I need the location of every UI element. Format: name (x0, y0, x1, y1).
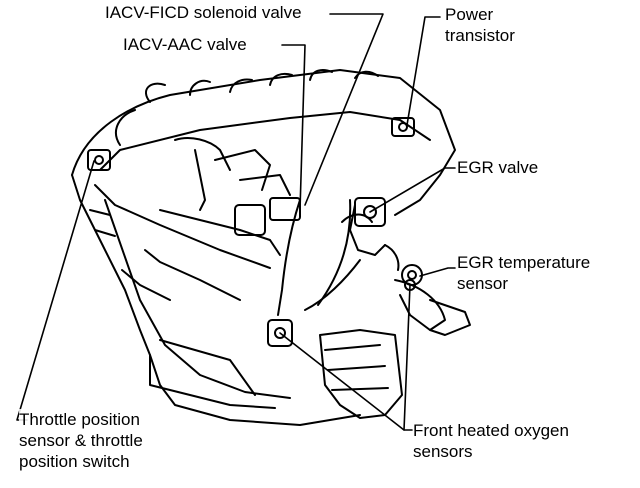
leader-oxygen-right (403, 284, 411, 431)
label-throttle-position-sensor: Throttle position sensor & throttle posi… (19, 409, 143, 472)
label-line: EGR valve (457, 158, 539, 177)
leader-throttle (16, 160, 95, 421)
label-front-heated-oxygen-sensors: Front heated oxygen sensors (413, 420, 569, 462)
label-iacv-aac-valve: IACV-AAC valve (123, 34, 247, 55)
label-line: IACV-FICD solenoid valve (105, 3, 302, 22)
label-line: IACV-AAC valve (123, 35, 247, 54)
power-transistor-shape (391, 117, 415, 137)
engine-block (71, 69, 471, 426)
label-line: Power (445, 5, 494, 24)
label-line: sensor & throttle (19, 431, 143, 450)
label-line: sensor (457, 274, 509, 293)
component-markers (87, 117, 423, 347)
oxygen-sensor-left-core (274, 327, 286, 339)
throttle-sensor-bolt (94, 155, 104, 165)
oxygen-sensor-left-shape (267, 319, 293, 347)
label-line: transistor (445, 26, 515, 45)
label-line: Throttle position (19, 410, 140, 429)
egr-valve-shape (354, 197, 386, 227)
leader-power-transistor (406, 16, 441, 126)
label-line: Front heated oxygen (413, 421, 569, 440)
egr-temp-sensor-core (407, 270, 417, 280)
leader-iacv-ficd (304, 13, 384, 206)
power-transistor-bolt (398, 122, 408, 132)
label-iacv-ficd-solenoid-valve: IACV-FICD solenoid valve (105, 2, 302, 23)
label-egr-valve: EGR valve (457, 157, 539, 178)
label-power-transistor: Power transistor (445, 4, 515, 46)
label-line: position switch (19, 452, 130, 471)
label-line: EGR temperature (457, 253, 591, 272)
label-line: sensors (413, 442, 473, 461)
throttle-sensor-shape (87, 149, 111, 171)
egr-valve-port (363, 205, 377, 219)
label-egr-temperature-sensor: EGR temperature sensor (457, 252, 591, 294)
leader-egr-valve (369, 167, 456, 213)
leader-egr-temp (419, 267, 456, 277)
aac-valve-shape (234, 204, 266, 236)
leader-iacv-aac (281, 44, 306, 211)
